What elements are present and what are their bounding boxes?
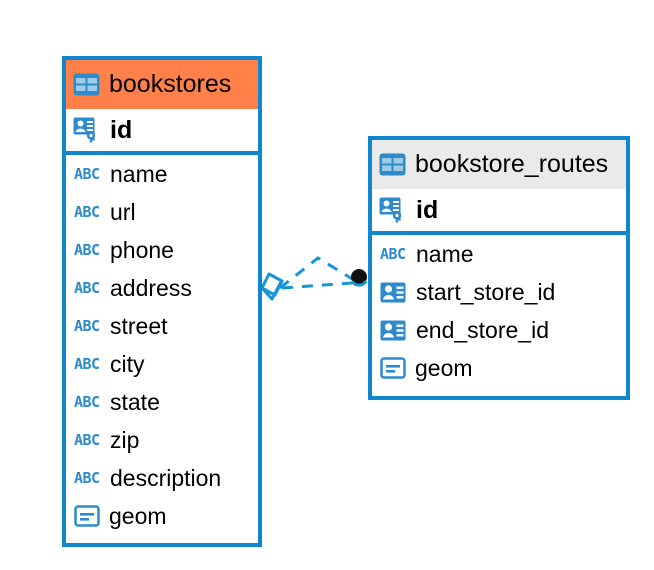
text-field-icon: ABC [74,431,101,449]
abc-glyph: ABC [74,433,100,448]
entity-bookstores[interactable]: bookstores id [62,56,262,547]
circle-marker [350,269,368,287]
primary-key-icon [73,117,101,143]
field-row[interactable]: ABC street [66,307,258,345]
field-row[interactable]: ABC name [372,235,626,273]
field-row[interactable]: ABC zip [66,421,258,459]
foreign-key-icon [380,281,407,304]
diamond-marker [260,272,284,301]
abc-glyph: ABC [74,471,100,486]
field-label: name [416,240,474,267]
text-field-icon: ABC [74,317,101,335]
field-label: phone [110,236,174,263]
field-label: description [110,464,222,491]
entity-bookstore-routes[interactable]: bookstore_routes [368,136,630,400]
relationship-line-upper [279,256,355,290]
text-field-icon: ABC [74,279,101,297]
field-row[interactable]: ABC description [66,459,258,497]
field-row[interactable]: ABC name [66,155,258,193]
field-label: state [110,388,160,415]
field-label: end_store_id [416,316,549,343]
abc-glyph: ABC [74,205,100,220]
field-row[interactable]: ABC phone [66,231,258,269]
primary-key-row[interactable]: id [66,109,258,155]
text-field-icon: ABC [380,245,407,263]
text-field-icon: ABC [74,469,101,487]
text-field-icon: ABC [74,241,101,259]
field-row[interactable]: ABC state [66,383,258,421]
text-field-icon: ABC [74,393,101,411]
field-label: geom [415,354,473,381]
field-row[interactable]: start_store_id [372,273,626,311]
primary-key-icon [379,197,407,223]
abc-glyph: ABC [74,319,100,334]
field-label: name [110,160,168,187]
geometry-field-icon [74,505,100,527]
relationship-line-lower [281,281,353,290]
geometry-field-icon [380,357,406,379]
primary-key-label: id [416,195,439,224]
table-icon [379,153,406,176]
text-field-icon: ABC [74,165,101,183]
entity-header[interactable]: bookstores [66,60,258,109]
field-row[interactable]: end_store_id [372,311,626,349]
abc-glyph: ABC [74,395,100,410]
table-icon [73,73,100,96]
entity-title: bookstores [109,70,232,98]
abc-glyph: ABC [74,167,100,182]
field-list: ABC name ABC url ABC p [66,155,258,535]
abc-glyph: ABC [380,247,406,262]
field-label: geom [109,502,167,529]
primary-key-row[interactable]: id [372,189,626,235]
field-row[interactable]: ABC address [66,269,258,307]
field-label: street [110,312,168,339]
field-row[interactable]: ABC url [66,193,258,231]
abc-glyph: ABC [74,281,100,296]
abc-glyph: ABC [74,243,100,258]
text-field-icon: ABC [74,203,101,221]
field-label: zip [110,426,140,453]
field-list: ABC name start_store_id [372,235,626,387]
foreign-key-icon [380,319,407,342]
field-row[interactable]: geom [372,349,626,387]
field-label: city [110,350,145,377]
text-field-icon: ABC [74,355,101,373]
field-label: url [110,198,136,225]
field-label: start_store_id [416,278,556,305]
field-label: address [110,274,192,301]
field-row[interactable]: ABC city [66,345,258,383]
abc-glyph: ABC [74,357,100,372]
entity-title: bookstore_routes [415,150,609,178]
entity-header[interactable]: bookstore_routes [372,140,626,189]
field-row[interactable]: geom [66,497,258,535]
primary-key-label: id [110,115,133,144]
